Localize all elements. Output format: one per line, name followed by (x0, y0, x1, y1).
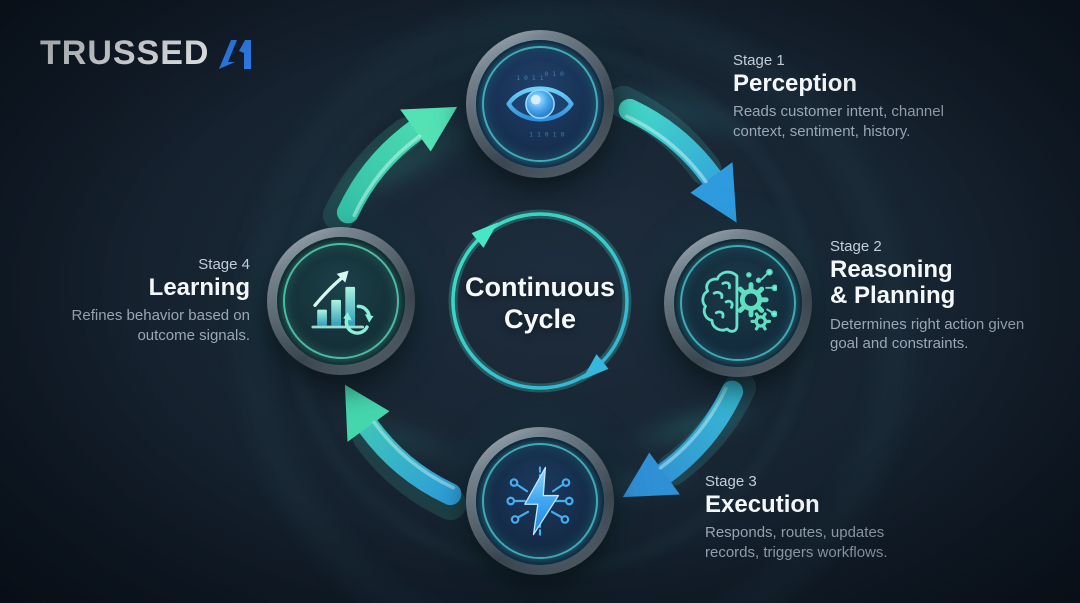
node-execution (466, 427, 614, 575)
brand-logo-text: TRUSSED (40, 34, 210, 72)
stage-title: Perception (733, 70, 858, 97)
stage-label: Stage 4 (198, 256, 250, 273)
stage-title: Reasoning & Planning (830, 256, 956, 310)
node-glow-ring (482, 46, 598, 162)
node-perception-face: 1 0 1 1 0 1 0 1 1 0 1 0 (476, 40, 604, 168)
ring-arrowhead-bottom-right (582, 354, 609, 380)
stage-description: Determines right action given goal and c… (830, 315, 1025, 353)
center-cycle-label: Continuous Cycle (440, 272, 640, 336)
cycle-arrow-perception-to-reasoning (618, 98, 737, 223)
stage-3-execution-text: Stage 3 Execution Responds, routes, upda… (705, 473, 910, 562)
glow-streak (613, 386, 777, 466)
cycle-arrow-learning-to-perception (336, 106, 458, 224)
node-glow-ring (482, 443, 598, 559)
stage-description: Refines behavior based on outcome signal… (71, 307, 250, 344)
stage-1-perception-text: Stage 1 Perception Reads customer intent… (733, 52, 958, 141)
stage-2-reasoning-text: Stage 2 Reasoning & Planning Determines … (830, 238, 1028, 354)
node-learning-face (277, 237, 405, 365)
stage-label: Stage 3 (705, 473, 757, 490)
glow-streak (318, 396, 482, 480)
node-learning (267, 227, 415, 375)
node-execution-face (476, 437, 604, 565)
node-glow-ring (283, 243, 399, 359)
node-reasoning-planning (664, 229, 812, 377)
center-cycle-line1: Continuous (465, 272, 615, 302)
stage-label: Stage 2 (830, 238, 882, 255)
node-perception: 1 0 1 1 0 1 0 1 1 0 1 0 (466, 30, 614, 178)
brand-logo: TRUSSED (40, 34, 255, 73)
node-reasoning-face (674, 239, 802, 367)
stage-description: Responds, routes, updates records, trigg… (705, 524, 888, 561)
stage-title: Execution (705, 491, 820, 518)
stage-description: Reads customer intent, channel context, … (733, 103, 944, 140)
stage-title: Learning (148, 274, 250, 301)
center-cycle-line2: Cycle (503, 303, 577, 334)
ai-monogram-icon (219, 39, 252, 69)
cycle-arrow-execution-to-learning (344, 384, 462, 506)
ring-arrowhead-top-left (471, 222, 498, 248)
stage-4-learning-text: Stage 4 Learning Refines behavior based … (65, 256, 250, 345)
stage-label: Stage 1 (733, 52, 785, 69)
node-glow-ring (680, 245, 796, 361)
